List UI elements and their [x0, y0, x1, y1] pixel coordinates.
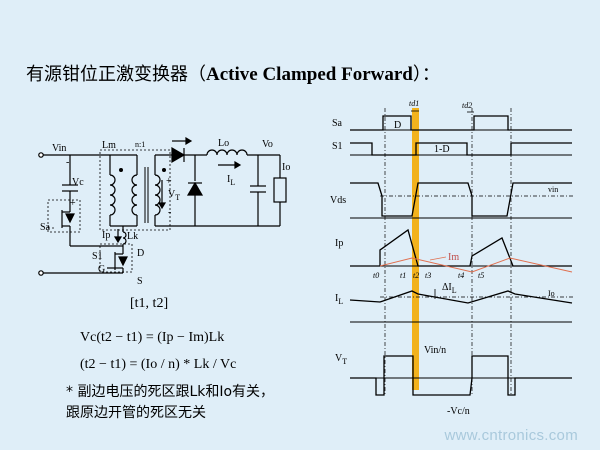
t3-label: t3: [425, 271, 431, 280]
s1-body-diode: [118, 256, 128, 267]
t5-label: t5: [478, 271, 484, 280]
ip-waveform: [350, 228, 572, 267]
ip-label: Ip: [102, 230, 110, 241]
rectifier-diode: [171, 146, 186, 164]
vds-waveform: [350, 182, 572, 217]
s1-wave-label: S1: [332, 141, 343, 152]
td1-label: td1: [409, 99, 419, 108]
gate-label: G: [98, 264, 105, 275]
transformer-secondary-coil: [154, 174, 161, 216]
neg-vc-over-n-label: -Vc/n: [447, 406, 470, 417]
slide-title: 有源钳位正激变换器（Active Clamped Forward）：: [26, 60, 440, 86]
title-en: Active Clamped Forward: [206, 64, 413, 85]
im-label: Im: [448, 252, 459, 263]
dead-time-highlight: [412, 108, 419, 390]
s1-dashed-box: [99, 243, 133, 273]
lk-inductor: [122, 231, 127, 245]
vin-over-n-label: Vin/n: [424, 345, 446, 356]
d-interval-label: D: [394, 120, 401, 131]
vt-label: VT: [168, 189, 180, 202]
s1-label: S1: [92, 251, 103, 262]
equation-1: Vc(t2 − t1) = (Ip − Im)Lk: [80, 330, 225, 345]
ip-wave-label: Ip: [335, 238, 343, 249]
lo-inductor: [206, 149, 248, 156]
drain-label: D: [137, 248, 144, 259]
vo-label: Vo: [262, 139, 273, 150]
vc-plus-label: +: [70, 198, 76, 209]
im-pointer: [429, 256, 447, 261]
title-tail: ）：: [412, 64, 440, 85]
io-label: Io: [282, 162, 290, 173]
lm-coil: [109, 174, 116, 216]
im-waveform: [379, 257, 573, 273]
note-line-1: * 副边电压的死区跟Lk和Io有关，: [66, 384, 275, 400]
lk-label: Lk: [127, 231, 138, 242]
vt-plus-label: +: [166, 176, 172, 187]
t1-label: t1: [400, 271, 406, 280]
one-minus-d-label: 1-D: [434, 144, 450, 155]
interval-label: [t1, t2]: [130, 296, 169, 311]
sa-wave-label: Sa: [332, 118, 343, 129]
sa-waveform: [350, 115, 572, 131]
lm-label: Lm: [102, 140, 116, 151]
vin-level-label: vin: [548, 185, 558, 194]
sa-dashed-box: [47, 199, 81, 233]
vds-wave-label: Vds: [330, 195, 346, 206]
il-waveform: [349, 290, 573, 304]
td2-label: td2: [462, 101, 472, 110]
transformer-dashed-box: [99, 149, 171, 231]
note-line-2: 跟原边开管的死区无关: [66, 405, 206, 421]
t0-label: t0: [373, 271, 379, 280]
turns-ratio-label: n:1: [135, 140, 145, 149]
vc-label: Vc: [72, 177, 84, 188]
vt-waveform: [350, 355, 572, 396]
vt-minus-label: -: [168, 207, 171, 218]
vin-label: Vin: [52, 143, 66, 154]
equation-2: (t2 − t1) = (Io / n) * Lk / Vc: [80, 357, 237, 372]
sa-body-diode: [65, 213, 75, 224]
title-zh: 有源钳位正激变换器（: [26, 64, 206, 85]
note: * 副边电压的死区跟Lk和Io有关， 跟原边开管的死区无关: [66, 382, 274, 424]
delta-il-label: ΔIL: [442, 282, 457, 295]
sa-label: Sa: [40, 222, 51, 233]
vc-minus-label: -: [66, 157, 69, 168]
s1-waveform: [350, 142, 572, 156]
il-label: IL: [227, 174, 235, 187]
lo-label: Lo: [218, 138, 229, 149]
watermark: www.cntronics.com: [444, 427, 578, 444]
source-label: S: [137, 276, 143, 287]
secondary-dot-marker: [162, 168, 166, 172]
t4-label: t4: [458, 271, 464, 280]
io-level-label: Io: [548, 289, 555, 298]
il-wave-label: IL: [335, 293, 343, 306]
transformer-primary-coil: [131, 174, 138, 216]
primary-dot-marker: [119, 168, 123, 172]
vt-wave-label: VT: [335, 353, 347, 366]
t2-label: t2: [413, 271, 419, 280]
